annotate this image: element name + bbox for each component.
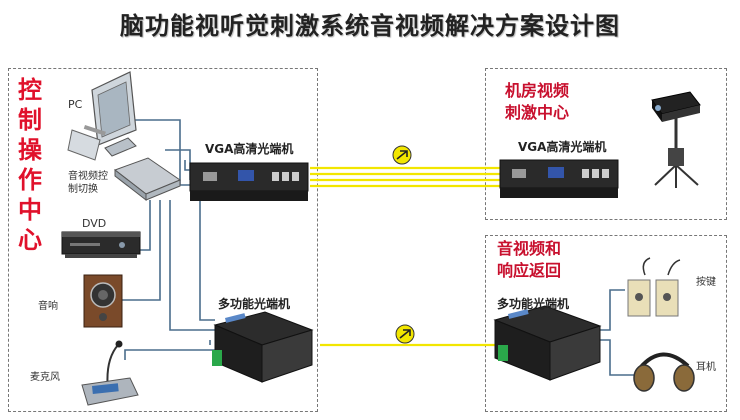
speaker-icon xyxy=(83,274,123,328)
av-switch-label-2: 制切换 xyxy=(68,184,98,195)
headphone-label: 耳机 xyxy=(696,362,716,373)
speaker-label: 音响 xyxy=(38,301,58,312)
av-switch-icon xyxy=(113,157,182,202)
machine-room-label-1: 机房视频 xyxy=(505,81,570,100)
vga-transmitter-label: VGA高清光端机 xyxy=(205,142,294,156)
av-switch-label-1: 音视频控 xyxy=(68,171,108,182)
fiber-lines xyxy=(310,166,500,347)
machine-room-zone xyxy=(485,68,727,220)
response-button-icon xyxy=(627,257,681,317)
pc-monitor-icon xyxy=(67,71,137,161)
dvd-label: DVD xyxy=(82,217,107,230)
vga-receiver-icon xyxy=(499,159,619,198)
multi-transmitter-icon xyxy=(212,311,314,383)
button-label: 按键 xyxy=(696,277,716,288)
headphone-icon xyxy=(633,352,695,392)
vga-transmitter-icon xyxy=(189,162,309,201)
multi-receiver-icon xyxy=(493,305,602,381)
control-center-label: 控制操作中心 xyxy=(18,76,42,254)
av-response-label-2: 响应返回 xyxy=(497,261,562,280)
av-response-label-1: 音视频和 xyxy=(497,239,562,258)
pc-label: PC xyxy=(68,98,83,111)
fiber-link-icon-top xyxy=(392,145,412,165)
microphone-label: 麦克风 xyxy=(30,372,60,383)
vga-receiver-label: VGA高清光端机 xyxy=(518,140,607,154)
diagram-title: 脑功能视听觉刺激系统音视频解决方案设计图 xyxy=(120,11,620,40)
fiber-link-icon-bottom xyxy=(395,324,415,344)
projector-icon xyxy=(651,91,701,188)
av-response-zone xyxy=(485,235,727,412)
microphone-icon xyxy=(81,340,139,406)
machine-room-label-2: 刺激中心 xyxy=(505,103,570,122)
dvd-player-icon xyxy=(61,231,141,258)
multi-receiver-label: 多功能光端机 xyxy=(497,297,570,311)
control-center-zone xyxy=(8,68,318,412)
multi-transmitter-label: 多功能光端机 xyxy=(218,297,291,311)
